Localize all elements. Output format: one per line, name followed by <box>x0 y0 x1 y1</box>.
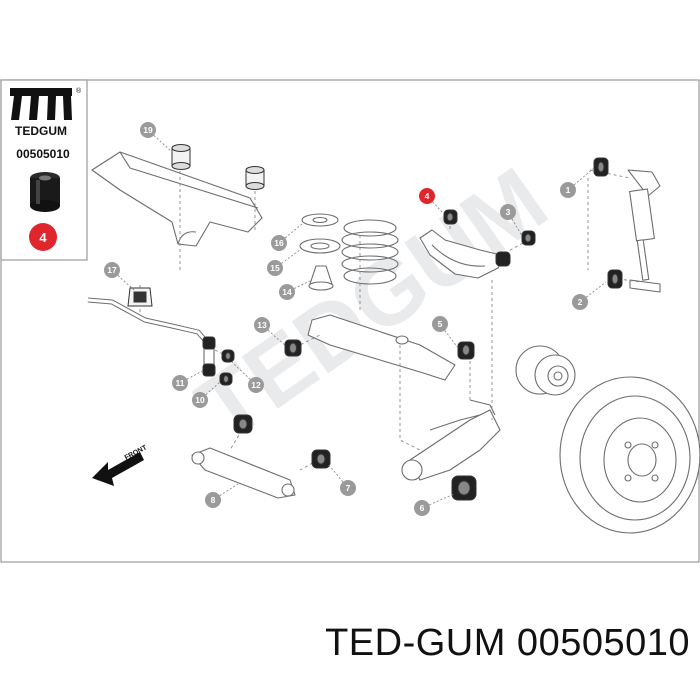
bushing-9 <box>233 414 253 434</box>
callout-label-11: 11 <box>176 378 185 388</box>
callout-label-12: 12 <box>251 380 261 390</box>
suspension-line-art <box>87 151 700 534</box>
callout-badge-6 <box>414 500 430 516</box>
bushing-13 <box>284 339 302 357</box>
bushing-18 <box>245 166 265 190</box>
callout-badge-12 <box>248 377 264 393</box>
bushing-2 <box>607 269 623 289</box>
front-arrow: FRONT <box>92 444 149 486</box>
registered-mark: ® <box>76 87 82 95</box>
brand-name: TEDGUM <box>15 124 67 138</box>
callout-badge-14 <box>279 284 295 300</box>
callout-label-4: 4 <box>425 191 430 201</box>
callout-badge-1 <box>560 182 576 198</box>
brand-logo <box>10 88 72 120</box>
callout-badge-13 <box>254 317 270 333</box>
callout-label-10: 10 <box>195 395 205 405</box>
callout-label-7: 7 <box>346 483 351 493</box>
arm-bushing <box>495 251 511 267</box>
bushing-19 <box>171 144 191 170</box>
callout-label-16: 16 <box>274 238 284 248</box>
highlight-badge-label: 4 <box>39 230 47 245</box>
footer-part-title: TED-GUM 00505010 <box>325 622 690 664</box>
callout-badge-5 <box>432 316 448 332</box>
callout-badge-8 <box>205 492 221 508</box>
bushing-5 <box>457 341 475 360</box>
callout-label-2: 2 <box>578 297 583 307</box>
callout-label-1: 1 <box>566 185 571 195</box>
bushing-12 <box>221 349 235 363</box>
callout-label-14: 14 <box>282 287 292 297</box>
callout-badge-16 <box>271 235 287 251</box>
callout-badge-15 <box>267 260 283 276</box>
part-number: 00505010 <box>16 147 70 161</box>
callout-badge-11 <box>172 375 188 391</box>
callout-label-13: 13 <box>257 320 267 330</box>
callout-label-8: 8 <box>211 495 216 505</box>
bushing-10 <box>219 372 233 386</box>
callout-badge-10 <box>192 392 208 408</box>
bushing-parts <box>127 144 623 501</box>
callout-label-15: 15 <box>270 263 280 273</box>
bushing-11 <box>202 336 216 377</box>
bushing-4-highlighted <box>443 209 458 225</box>
callout-badge-17 <box>104 262 120 278</box>
bushing-7 <box>311 449 331 469</box>
callout-badge-3 <box>500 204 516 220</box>
diagram-frame <box>0 79 700 563</box>
bushing-1 <box>593 157 609 177</box>
callout-label-19: 19 <box>143 125 153 135</box>
bushing-6 <box>451 475 477 501</box>
bushing-3 <box>521 230 536 246</box>
callout-label-6: 6 <box>420 503 425 513</box>
callout-badge-4 <box>419 188 435 204</box>
callout-label-17: 17 <box>107 265 117 275</box>
callout-label-3: 3 <box>506 207 511 217</box>
callout-badge-19 <box>140 122 156 138</box>
bushing-product-icon <box>30 172 60 212</box>
callout-label-5: 5 <box>438 319 443 329</box>
callout-badge-2 <box>572 294 588 310</box>
bushing-17 <box>127 287 153 307</box>
callout-badge-7 <box>340 480 356 496</box>
highlight-badge <box>29 223 57 251</box>
